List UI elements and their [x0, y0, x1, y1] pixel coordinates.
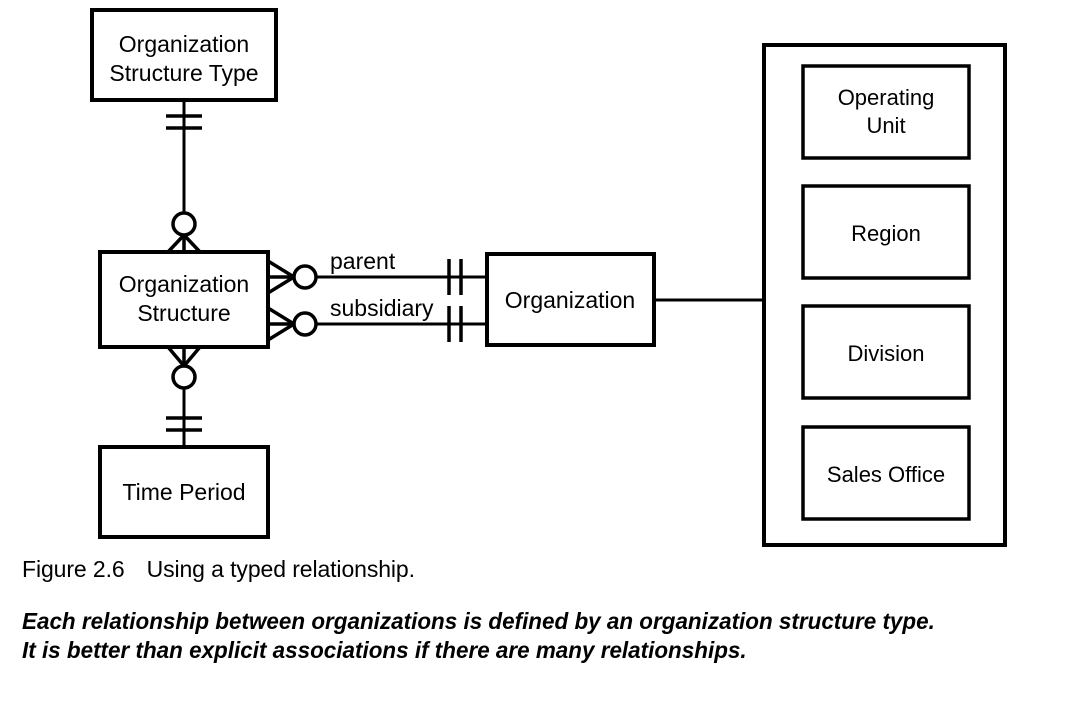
role-label-parent: parent — [330, 248, 396, 274]
cardinality-optional-circle-subsidiary — [292, 311, 318, 337]
entity-box-organization[interactable] — [485, 252, 656, 347]
subtype-label-region: Region — [851, 221, 921, 246]
subtype-box-operating-unit[interactable] — [801, 64, 971, 160]
subtype-region[interactable]: Region — [801, 184, 971, 280]
cardinality-crowsfoot-lower — [166, 345, 202, 368]
subtype-box-sales-office[interactable] — [801, 425, 971, 521]
cardinality-optional-circle-upper — [171, 211, 197, 237]
figure-caption: Figure 2.6 Using a typed relationship. — [22, 556, 1052, 583]
cardinality-crowsfoot-subsidiary — [267, 306, 295, 342]
subtype-label-operating-unit-line2: Unit — [866, 113, 905, 138]
role-label-subsidiary: subsidiary — [330, 295, 434, 321]
subtype-box-region[interactable] — [801, 184, 971, 280]
relationship-type-of-structure — [166, 100, 202, 254]
figure-number: Figure 2.6 — [22, 556, 125, 582]
entity-label-organization-structure-type-line2: Structure Type — [109, 60, 258, 86]
entity-label-organization-structure-line1: Organization — [119, 271, 249, 297]
figure-caption-block: Figure 2.6 Using a typed relationship. — [22, 556, 1052, 583]
entity-organization-structure[interactable]: Organization Structure — [98, 250, 270, 349]
figure-note-line-2: It is better than explicit associations … — [22, 637, 747, 663]
figure-note-block: Each relationship between organizations … — [22, 607, 1062, 665]
subtype-label-operating-unit-line1: Operating — [838, 85, 935, 110]
cardinality-crowsfoot-parent — [267, 259, 295, 295]
subtype-operating-unit[interactable]: Operating Unit — [801, 64, 971, 160]
subtype-box-division[interactable] — [801, 304, 971, 400]
cardinality-optional-circle-lower — [171, 364, 197, 390]
subtype-label-sales-office: Sales Office — [827, 462, 945, 487]
subtype-division[interactable]: Division — [801, 304, 971, 400]
cardinality-optional-circle-parent — [292, 264, 318, 290]
figure-title: Using a typed relationship. — [146, 556, 415, 582]
entity-label-organization-structure-line2: Structure — [137, 300, 230, 326]
relationship-valid-during — [166, 345, 202, 447]
entity-box-organization-structure[interactable] — [98, 250, 270, 349]
entity-organization[interactable]: Organization — [485, 252, 656, 347]
relationship-subsidiary — [267, 306, 487, 342]
subtype-container-organization: Operating Unit Region Division Sales Off… — [762, 43, 1007, 547]
entity-box-time-period[interactable] — [98, 445, 270, 539]
entity-time-period[interactable]: Time Period — [98, 445, 270, 539]
entity-label-organization-structure-type-line1: Organization — [119, 31, 249, 57]
relationship-parent — [267, 259, 487, 295]
entity-label-time-period: Time Period — [122, 479, 245, 505]
subtype-label-division: Division — [847, 341, 924, 366]
entity-organization-structure-type[interactable]: Organization Structure Type — [90, 8, 278, 102]
figure-note-line-1: Each relationship between organizations … — [22, 608, 935, 634]
entity-box-organization-structure-type[interactable] — [90, 8, 278, 102]
cardinality-crowsfoot-upper — [166, 233, 202, 254]
subtype-sales-office[interactable]: Sales Office — [801, 425, 971, 521]
entity-label-organization: Organization — [505, 287, 635, 313]
